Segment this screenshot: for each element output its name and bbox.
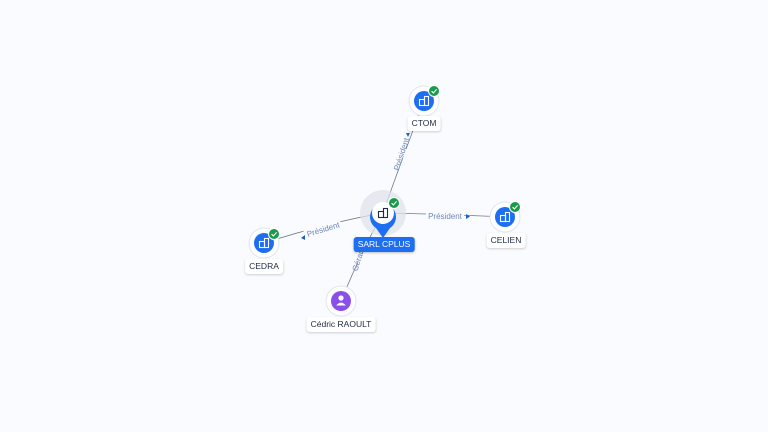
node-ctom[interactable] (408, 85, 440, 117)
node-label-celien[interactable]: CELIEN (486, 233, 526, 248)
edge-labels: Président Président Président Gérant (301, 133, 470, 272)
node-celien[interactable] (489, 201, 521, 233)
building-icon (258, 237, 270, 249)
verified-icon (509, 201, 521, 213)
node-label-ctom[interactable]: CTOM (407, 116, 441, 131)
node-label-cedra[interactable]: CEDRA (245, 259, 283, 274)
arrow-celien (466, 214, 470, 219)
node-label-cedric[interactable]: Cédric RAOULT (306, 317, 376, 332)
verified-icon (388, 197, 400, 209)
verified-icon (268, 228, 280, 240)
edge-label-celien: Président (428, 212, 463, 221)
edge-label-cedra: Président (306, 220, 342, 239)
building-icon (499, 211, 511, 223)
node-label-center[interactable]: SARL CPLUS (353, 237, 415, 252)
building-icon (377, 207, 389, 219)
building-icon (418, 95, 430, 107)
node-center[interactable] (360, 190, 406, 238)
verified-icon (428, 85, 440, 97)
node-cedric[interactable] (325, 285, 357, 317)
arrow-cedra (301, 235, 305, 240)
person-icon (336, 295, 346, 306)
node-cedra[interactable] (248, 227, 280, 259)
arrow-ctom (406, 133, 410, 137)
